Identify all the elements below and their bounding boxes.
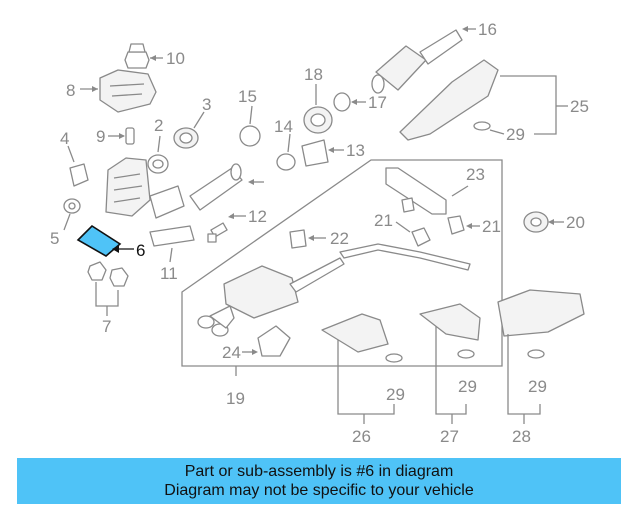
part-10-nut [124,43,150,69]
part-22-mount [289,229,307,249]
callout-22: 22 [330,229,349,248]
callout-14: 14 [274,117,293,136]
callout-9: 9 [96,127,105,146]
callout-23: 23 [466,165,485,184]
callout-17: 17 [368,93,387,112]
part-19-muffler [197,243,471,337]
parts-diagram: 2 3 4 5 6 7 8 9 10 11 12 13 14 15 16 17 … [50,20,589,446]
part-24-hanger [257,325,291,357]
banner-line-disclaimer: Diagram may not be specific to your vehi… [164,482,474,499]
callout-6: 6 [136,241,145,260]
callout-29-b: 29 [458,377,477,396]
part-5-grommet [63,198,81,214]
callout-3: 3 [202,95,211,114]
part-20-sensor [523,211,549,233]
callout-2: 2 [154,116,163,135]
part-16-converter-pipe [371,29,463,94]
part-7-nuts [87,261,129,287]
part-25-heat-shield [399,59,499,141]
callout-24: 24 [222,343,241,362]
part-6-heat-shield [76,224,122,257]
callout-27: 27 [440,427,459,446]
callout-25: 25 [570,97,589,116]
group-19-outline [181,159,503,367]
part-12-bolt [207,222,228,243]
callout-29-a: 29 [386,385,405,404]
callout-21-right: 21 [482,217,501,236]
part-2-gasket [147,154,169,174]
callout-13: 13 [346,141,365,160]
part-4-clip [69,163,89,187]
part-28-shield [497,289,585,337]
part-18-flange [303,106,333,134]
part-27-shield [419,303,481,341]
callout-29-top: 29 [506,125,525,144]
part-26-shield [321,313,389,353]
callout-10: 10 [166,49,185,68]
part-17-gasket [333,92,351,112]
callout-5: 5 [50,229,59,248]
part-29-washer-28 [527,349,545,359]
part-11-gasket [149,225,195,247]
callout-21-left: 21 [374,211,393,230]
callout-19: 19 [226,389,245,408]
part-9-stud [125,127,135,145]
part-3-flange [173,127,199,149]
part-29-washer-top [473,121,491,131]
callout-28: 28 [512,427,531,446]
callout-16: 16 [478,20,497,39]
part-13-bracket [301,139,329,167]
callout-15: 15 [238,87,257,106]
part-1-pipe [189,163,243,211]
catalytic-converter [105,157,185,219]
callout-29-c: 29 [528,377,547,396]
callout-18: 18 [304,65,323,84]
callout-4: 4 [60,129,69,148]
callout-26: 26 [352,427,371,446]
part-15-ring [239,125,261,147]
part-14-clamp [276,153,296,171]
part-23-bracket [385,167,447,215]
part-29-washer-27 [457,349,475,359]
callout-20: 20 [566,213,585,232]
banner-line-part: Part or sub-assembly is #6 in diagram [184,463,454,480]
part-29-washer-26 [385,353,403,363]
callout-12: 12 [248,207,267,226]
callout-8: 8 [66,81,75,100]
callout-7: 7 [102,317,111,336]
info-banner: Part or sub-assembly is #6 in diagram Di… [17,458,621,504]
callout-11: 11 [160,264,178,283]
part-8-cover [99,69,157,113]
part-21-mounts [401,197,465,247]
